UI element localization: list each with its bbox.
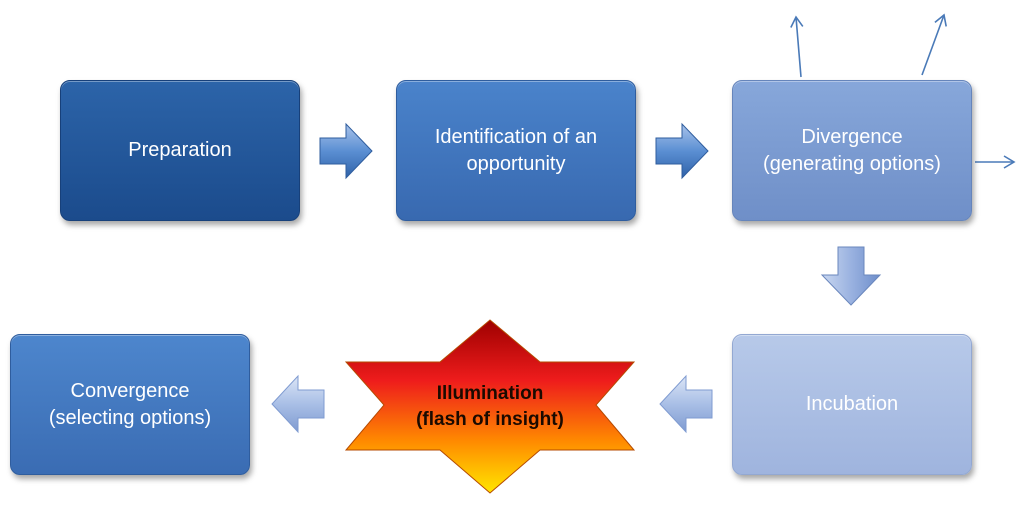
node-identification-label: Identification of an opportunity [434,125,598,175]
node-divergence-label: Divergence (generating options) [763,125,941,175]
node-identification: Identification of an opportunity [396,80,636,221]
node-illumination-label: Illumination (flash of insight) [416,383,564,430]
arrow-incubation-to-illumination [659,374,713,434]
node-preparation: Preparation [60,80,300,221]
node-convergence: Convergence (selecting options) [10,334,250,475]
arrow-preparation-to-identification [319,122,373,180]
node-divergence: Divergence (generating options) [732,80,972,221]
node-incubation-label: Incubation [805,393,899,415]
divergence-outward-arrow-up-left [790,15,804,78]
arrow-divergence-to-incubation [820,246,882,306]
node-incubation: Incubation [732,334,972,475]
node-preparation-label: Preparation [128,139,232,161]
divergence-outward-arrow-up-right [921,13,947,76]
arrow-identification-to-divergence [655,122,709,180]
arrow-illumination-to-convergence [271,374,325,434]
illumination-star-shape [344,319,636,494]
node-convergence-label: Convergence (selecting options) [48,379,212,429]
